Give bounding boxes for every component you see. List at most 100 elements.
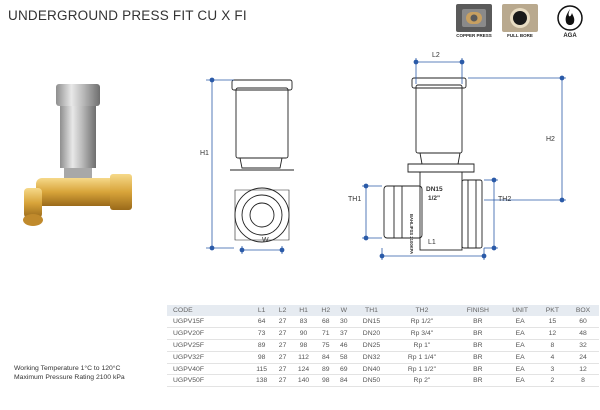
table-cell: 4 [537,351,568,364]
table-cell: 27 [274,351,291,364]
table-cell: EA [502,374,538,388]
table-cell: BR [453,374,503,388]
copper-press-badge: COPPER PRESS [456,4,492,38]
table-cell: 15 [537,316,568,329]
table-cell: Rp 1/2" [390,316,454,329]
table-cell: 73 [249,327,275,341]
table-cell: 30 [335,316,353,329]
full-bore-icon [502,4,538,32]
table-cell: 24 [567,351,599,364]
table-cell: DN15 [352,316,391,329]
header-l1: L1 [249,305,275,316]
table-cell: 90 [290,327,317,341]
table-cell: UGPV20F [167,327,250,341]
dim-th1-label: TH1 [348,196,362,203]
table-cell: 69 [335,363,353,376]
header-unit: UNIT [502,305,538,316]
table-cell: 58 [335,351,353,364]
table-cell: UGPV32F [167,351,250,364]
table-cell: 27 [274,363,291,376]
table-cell: EA [502,351,538,364]
table-cell: UGPV25F [167,339,250,352]
table-cell: 112 [290,351,317,364]
header-th1: TH1 [352,305,391,316]
table-cell: EA [502,327,538,341]
working-temperature: Working Temperature 1°C to 120°C [14,365,121,372]
header-box: BOX [567,305,599,316]
table-cell: Rp 1 1/4" [390,351,454,364]
table-cell: BR [453,316,503,329]
table-cell: UGPV15F [167,316,250,329]
table-cell: 89 [316,363,336,376]
table-cell: Rp 1" [390,339,454,352]
specification-table: CODE L1 L2 H1 H2 W TH1 TH2 FINISH UNIT P… [167,305,599,388]
dim-h1-label: H1 [200,150,209,157]
body-side-marking: BAHLIPSS 2100KPA [409,214,414,255]
table-cell: UGPV50F [167,374,250,388]
table-cell: 89 [249,339,275,352]
dim-th2-label: TH2 [498,196,512,203]
header-l2: L2 [274,305,291,316]
header-h2: H2 [316,305,336,316]
table-cell: 27 [274,327,291,341]
table-cell: 2 [537,374,568,388]
table-cell: 27 [274,316,291,329]
table-cell: BR [453,327,503,341]
header-code: CODE [167,305,250,316]
table-cell: 75 [316,339,336,352]
max-pressure-rating: Maximum Pressure Rating 2100 kPa [14,374,125,381]
table-cell: 12 [537,327,568,341]
table-cell: 27 [274,339,291,352]
header-th2: TH2 [390,305,454,316]
table-cell: 48 [567,327,599,341]
full-bore-caption: FULL BORE [507,33,533,38]
header-pkt: PKT [537,305,568,316]
table-cell: Rp 3/4" [390,327,454,341]
table-cell: 12 [567,363,599,376]
copper-press-icon [456,4,492,32]
gas-flame-icon [552,4,588,32]
product-photo [18,70,138,235]
certification-badges: COPPER PRESS FULL BORE AGA [456,4,596,44]
copper-press-caption: COPPER PRESS [456,33,492,38]
header-w: W [335,305,353,316]
header-h1: H1 [290,305,317,316]
table-cell: 84 [316,351,336,364]
body-marking-thread: 1/2" [428,195,441,202]
table-cell: EA [502,316,538,329]
table-cell: 60 [567,316,599,329]
operating-conditions: Working Temperature 1°C to 120°C Maximum… [14,364,125,382]
dim-w-label: W [262,237,269,244]
table-cell: Rp 1 1/2" [390,363,454,376]
aga-badge: AGA [552,4,588,39]
table-cell: 140 [290,374,317,388]
aga-caption: AGA [563,33,577,39]
header-finish: FINISH [453,305,503,316]
table-cell: 71 [316,327,336,341]
table-cell: 32 [567,339,599,352]
table-cell: 83 [290,316,317,329]
table-cell: BR [453,339,503,352]
table-cell: Rp 2" [390,374,454,388]
table-cell: DN32 [352,351,391,364]
dim-l1-label: L1 [428,239,436,246]
page-title: UNDERGROUND PRESS FIT CU X FI [8,8,247,23]
table-cell: EA [502,339,538,352]
table-cell: DN25 [352,339,391,352]
table-cell: 37 [335,327,353,341]
table-cell: 138 [249,374,275,388]
dim-h2-label: H2 [546,136,555,143]
table-cell: EA [502,363,538,376]
table-cell: 68 [316,316,336,329]
technical-drawing: H1 W L2 H2 TH1 TH2 L1 DN15 1/2" BAHLIPSS… [170,40,600,270]
table-cell: BR [453,363,503,376]
table-header-row: CODE L1 L2 H1 H2 W TH1 TH2 FINISH UNIT P… [167,305,599,316]
table-cell: UGPV40F [167,363,250,376]
